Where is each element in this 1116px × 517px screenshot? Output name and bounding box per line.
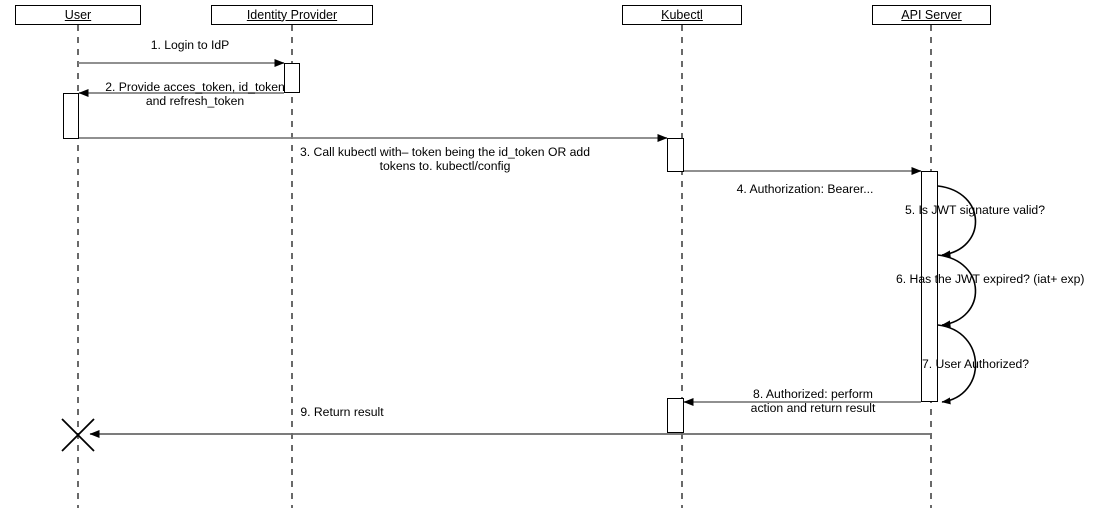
activation-bar-apiserver[interactable]	[921, 171, 938, 402]
participant-label-idp: Identity Provider	[246, 7, 338, 22]
termination-x-marker	[61, 418, 95, 452]
messages-group	[78, 59, 977, 438]
participant-box-apiserver[interactable]: API Server	[872, 5, 991, 25]
participant-label-apiserver: API Server	[901, 7, 962, 22]
message-label-9: 9. Return result	[300, 405, 384, 419]
termination-x-stroke-2	[61, 418, 95, 452]
message-label-2: 2. Provide acces_token, id_token and ref…	[105, 80, 285, 108]
activation-bar-user[interactable]	[63, 93, 79, 139]
self-message-arrow-5	[937, 185, 977, 258]
message-label-6: 6. Has the JWT expired? (iat+ exp)	[896, 272, 1085, 286]
participant-label-user: User	[64, 7, 92, 22]
message-label-4: 4. Authorization: Bearer...	[736, 182, 874, 196]
participant-label-kubectl: Kubectl	[661, 7, 703, 22]
activation-bar-kubectl[interactable]	[667, 138, 684, 172]
message-label-8: 8. Authorized: perform action and return…	[750, 387, 876, 415]
participant-box-kubectl[interactable]: Kubectl	[622, 5, 742, 25]
participant-box-idp[interactable]: Identity Provider	[211, 5, 373, 25]
self-message-arrow-7	[937, 324, 977, 405]
message-label-1: 1. Login to IdP	[150, 38, 230, 52]
participant-box-user[interactable]: User	[15, 5, 141, 25]
activation-bar-kubectl[interactable]	[667, 398, 684, 433]
self-message-arrow-6	[937, 254, 977, 328]
activation-bar-idp[interactable]	[284, 63, 300, 93]
message-label-5: 5. Is JWT signature valid?	[905, 203, 1045, 217]
message-label-3: 3. Call kubectl with– token being the id…	[300, 145, 590, 173]
message-label-7: 7. User Authorized?	[922, 357, 1030, 371]
